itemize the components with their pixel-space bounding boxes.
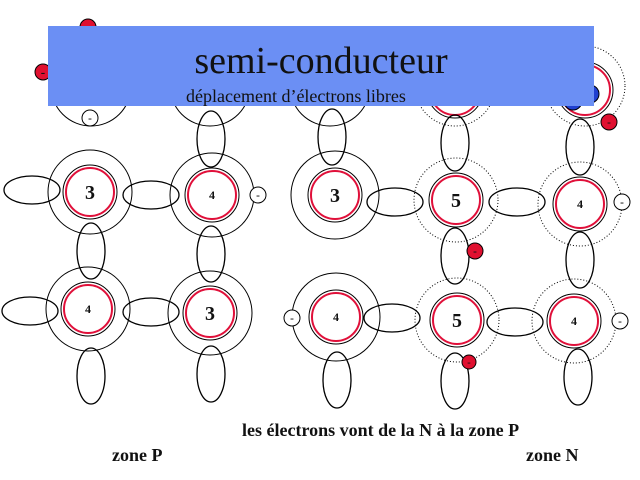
free-electron-2: -	[466, 242, 484, 260]
charge-marker-3: -	[613, 193, 631, 211]
title-banner: semi-conducteur déplacement d’électrons …	[48, 26, 594, 106]
atom-value: 4	[209, 188, 215, 202]
svg-text:-: -	[88, 111, 92, 125]
bond-v-top-3	[317, 108, 347, 166]
bond-v-mid-1	[76, 222, 106, 280]
svg-text:-: -	[290, 311, 294, 325]
atom-value: 4	[85, 302, 91, 316]
top-outer-ring-5	[544, 45, 626, 127]
bond-h-r2-2	[122, 297, 180, 327]
bond-h-r2-4	[486, 307, 544, 337]
bond-v-mid-5	[565, 231, 595, 289]
bond-h-r1-2	[122, 180, 180, 210]
svg-text:-: -	[473, 244, 477, 258]
svg-text:-: -	[467, 357, 471, 369]
bond-h-r1-3	[366, 187, 424, 217]
svg-text:-: -	[607, 115, 611, 129]
charge-marker-4: -	[283, 309, 301, 327]
free-electrons: - - -	[461, 113, 618, 370]
bond-v-bot-4	[440, 352, 470, 410]
electron-flow-caption: les électrons vont de la N à la zone P	[242, 420, 520, 440]
atom-p-r2-b: 3	[167, 270, 253, 356]
free-electron-1: -	[600, 113, 618, 131]
charge-markers: - - - - -	[81, 109, 631, 330]
atom-value: 4	[571, 314, 577, 328]
free-electron-3: -	[461, 354, 477, 370]
bond-v-top-2	[196, 110, 226, 168]
atom-p-r1-a: 3	[47, 149, 133, 235]
atom-n-r1-a: 3	[290, 150, 380, 240]
top-charge-label-1: -	[41, 64, 46, 80]
bond-h-r2-1	[1, 296, 59, 326]
charge-marker-2: -	[249, 186, 267, 204]
atom-p-r2-a: 4	[45, 266, 131, 352]
atom-value: 3	[205, 303, 215, 325]
svg-text:-: -	[618, 314, 622, 328]
slide-title: semi-conducteur	[194, 40, 448, 82]
atom-n-r2-a: 4	[291, 272, 381, 362]
bond-h-r1-4	[488, 187, 546, 217]
atom-p-r1-b: 4	[169, 152, 255, 238]
bond-v-top-5	[565, 118, 595, 176]
horizontal-bonds-row1	[3, 175, 546, 217]
atom-value: 3	[330, 185, 340, 207]
bond-v-mid-4	[440, 227, 470, 285]
bond-v-mid-2	[196, 225, 226, 283]
slide-subtitle: déplacement d’électrons libres	[186, 86, 406, 106]
atom-value: 3	[85, 182, 95, 204]
atom-n-r2-b: 5	[414, 277, 500, 363]
vertical-bonds-middle	[76, 222, 595, 289]
atom-n-r1-b: 5	[413, 157, 499, 243]
svg-text:-: -	[620, 195, 624, 209]
bond-h-r1-1	[3, 175, 61, 205]
svg-text:-: -	[256, 188, 260, 202]
zone-n-label: zone N	[526, 445, 579, 465]
vertical-bonds-top	[196, 108, 595, 176]
charge-marker-1: -	[81, 109, 99, 127]
zone-p-label: zone P	[112, 445, 163, 465]
atom-value: 5	[451, 190, 461, 212]
bond-v-bot-1	[76, 347, 106, 405]
bond-v-bot-3	[322, 351, 352, 409]
bond-v-bot-5	[563, 348, 593, 406]
atom-value: 5	[452, 310, 462, 332]
horizontal-bonds-row2	[1, 296, 544, 337]
bond-v-top-4	[440, 114, 470, 172]
charge-marker-5: -	[611, 312, 629, 330]
atom-value: 4	[577, 197, 583, 211]
vertical-bonds-bottom	[76, 345, 593, 410]
atom-value: 4	[333, 310, 339, 324]
bond-h-r2-3	[363, 303, 421, 333]
bond-v-bot-2	[196, 345, 226, 403]
